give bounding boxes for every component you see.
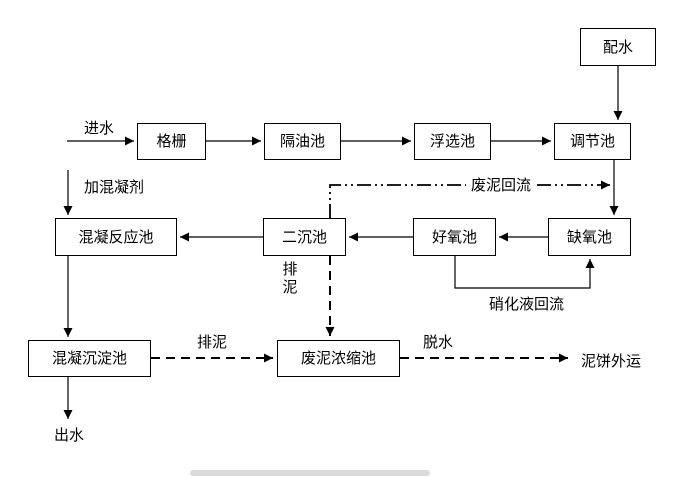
edge-nitrified-liquid-return (454, 256, 595, 289)
node-anoxic: 缺氧池 (548, 218, 631, 256)
node-aerobic: 好氧池 (413, 218, 496, 256)
bottom-gray-strip (190, 470, 430, 476)
label-influent: 进水 (84, 119, 115, 137)
node-flotation: 浮选池 (414, 123, 491, 160)
node-distribution: 配水 (580, 28, 656, 66)
node-sludge-thickener: 废泥浓缩池 (277, 340, 400, 377)
node-coag-reaction: 混凝反应池 (55, 218, 177, 256)
label-cake-transport: 泥饼外运 (581, 352, 642, 370)
label-sludge-discharge-horizontal: 排泥 (197, 333, 228, 351)
label-sludge-discharge-vertical: 排泥 (280, 261, 299, 297)
node-screen: 格栅 (137, 123, 206, 160)
label-effluent: 出水 (54, 426, 85, 444)
label-add-coagulant: 加混凝剂 (84, 178, 145, 196)
label-waste-sludge-return: 废泥回流 (466, 177, 537, 194)
node-regulating: 调节池 (554, 123, 631, 160)
node-coag-sed: 混凝沉淀池 (28, 340, 151, 377)
label-dewatering: 脱水 (423, 333, 454, 351)
node-oil-tank: 隔油池 (264, 123, 341, 160)
label-nitrified-return: 硝化液回流 (489, 295, 565, 313)
node-secondary-sed: 二沉池 (263, 218, 346, 256)
